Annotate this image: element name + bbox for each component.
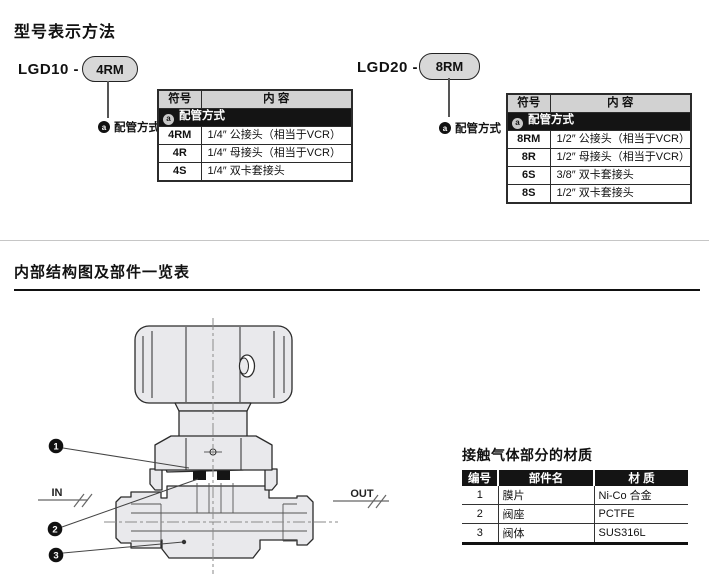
- model-pill-4rm: 4RM: [82, 56, 138, 82]
- content-cell: 1/4″ 母接头（相当于VCR）: [200, 144, 353, 163]
- number-cell: 1: [462, 486, 498, 505]
- group-row-piping: a 配管方式: [157, 108, 353, 127]
- content-cell: 1/2″ 公接头（相当于VCR）: [549, 130, 692, 149]
- callout-1: 1: [48, 438, 64, 454]
- valve-cross-section-diagram: 1 2 3 IN OUT: [38, 318, 389, 574]
- part-name-cell: 阀体: [497, 523, 594, 544]
- col-header-number: 编号: [462, 470, 498, 486]
- table-row: 2 阀座 PCTFE: [462, 504, 688, 524]
- table-row: 4R 1/4″ 母接头（相当于VCR）: [157, 144, 353, 163]
- section-title-underline: [14, 289, 700, 291]
- valve-seat-right: [217, 471, 230, 480]
- content-cell: 1/4″ 公接头（相当于VCR）: [200, 126, 353, 145]
- in-label: IN: [52, 487, 63, 499]
- model-pill-8rm: 8RM: [419, 53, 480, 80]
- circle-a-icon: a: [439, 122, 451, 134]
- table-row: 1 膜片 Ni-Co 合金: [462, 486, 688, 505]
- col-header-material: 材 质: [593, 470, 688, 486]
- materials-header-row: 编号 部件名 材 质: [462, 470, 688, 486]
- callout-1-number: 1: [53, 442, 59, 453]
- spec-table-header-row: 符号 内 容: [157, 89, 353, 109]
- circle-a-icon: a: [163, 113, 174, 125]
- part-name-cell: 膜片: [497, 486, 594, 505]
- out-label: OUT: [350, 488, 374, 500]
- col-header-content: 内 容: [200, 89, 353, 109]
- section-title-internal-structure: 内部结构图及部件一览表: [14, 264, 191, 281]
- material-cell: PCTFE: [593, 504, 688, 524]
- leader-line-3: [62, 541, 184, 554]
- content-cell: 1/2″ 母接头（相当于VCR）: [549, 148, 692, 167]
- circle-a-icon: a: [98, 121, 110, 133]
- table-row: 8RM 1/2″ 公接头（相当于VCR）: [506, 130, 692, 149]
- piping-callout-right: a 配管方式: [439, 120, 501, 136]
- col-header-content: 内 容: [549, 93, 692, 113]
- model-prefix-lgd10: LGD10 -: [18, 61, 80, 78]
- connector-line-right: [448, 78, 450, 117]
- connector-line-left: [107, 81, 109, 118]
- content-cell: 1/2″ 双卡套接头: [549, 184, 692, 204]
- group-label: 配管方式: [179, 110, 225, 123]
- callout-3-number: 3: [53, 551, 58, 562]
- spec-table-lgd20: 符号 内 容 a 配管方式 8RM 1/2″ 公接头（相当于VCR） 8R 1/2…: [506, 93, 692, 204]
- material-cell: SUS316L: [593, 523, 688, 544]
- section-divider: [0, 240, 709, 241]
- table-row: 8S 1/2″ 双卡套接头: [506, 184, 692, 204]
- callout-3: 3: [48, 547, 64, 563]
- material-cell: Ni-Co 合金: [593, 486, 688, 505]
- model-prefix-lgd20: LGD20 -: [357, 59, 419, 76]
- table-row: 8R 1/2″ 母接头（相当于VCR）: [506, 148, 692, 167]
- symbol-cell: 8RM: [506, 130, 551, 149]
- piping-callout-right-label: 配管方式: [455, 123, 501, 135]
- piping-callout-left: a 配管方式: [98, 119, 160, 135]
- group-label: 配管方式: [528, 114, 574, 127]
- materials-table: 编号 部件名 材 质 1 膜片 Ni-Co 合金 2 阀座 PCTFE 3 阀体…: [462, 470, 688, 545]
- piping-callout-left-label: 配管方式: [114, 122, 160, 134]
- symbol-cell: 4S: [157, 162, 202, 182]
- leader-line-2: [61, 478, 199, 528]
- table-row: 3 阀体 SUS316L: [462, 523, 688, 544]
- content-cell: 1/4″ 双卡套接头: [200, 162, 353, 182]
- bonnet-skirt-right: [264, 468, 278, 491]
- col-header-part-name: 部件名: [497, 470, 594, 486]
- table-row: 6S 3/8″ 双卡套接头: [506, 166, 692, 185]
- col-header-symbol: 符号: [157, 89, 202, 109]
- table-row: 4RM 1/4″ 公接头（相当于VCR）: [157, 126, 353, 145]
- part-name-cell: 阀座: [497, 504, 594, 524]
- group-row-piping: a 配管方式: [506, 112, 692, 131]
- valve-seat-left: [193, 471, 206, 480]
- col-header-symbol: 符号: [506, 93, 551, 113]
- symbol-cell: 6S: [506, 166, 551, 185]
- number-cell: 2: [462, 504, 498, 524]
- symbol-cell: 4RM: [157, 126, 202, 145]
- content-cell: 3/8″ 双卡套接头: [549, 166, 692, 185]
- symbol-cell: 8S: [506, 184, 551, 204]
- leader-dot: [181, 539, 187, 545]
- symbol-cell: 8R: [506, 148, 551, 167]
- symbol-cell: 4R: [157, 144, 202, 163]
- callout-2: 2: [47, 521, 63, 537]
- section-title-model-designation: 型号表示方法: [14, 24, 117, 41]
- callout-2-number: 2: [52, 525, 57, 536]
- number-cell: 3: [462, 523, 498, 544]
- leader-line-1: [62, 447, 190, 469]
- spec-table-header-row: 符号 内 容: [506, 93, 692, 113]
- bonnet-skirt-left: [149, 468, 163, 491]
- materials-table-title: 接触气体部分的材质: [462, 447, 593, 463]
- circle-a-icon: a: [512, 117, 523, 129]
- spec-table-lgd10: 符号 内 容 a 配管方式 4RM 1/4″ 公接头（相当于VCR） 4R 1/4…: [157, 89, 353, 182]
- table-row: 4S 1/4″ 双卡套接头: [157, 162, 353, 182]
